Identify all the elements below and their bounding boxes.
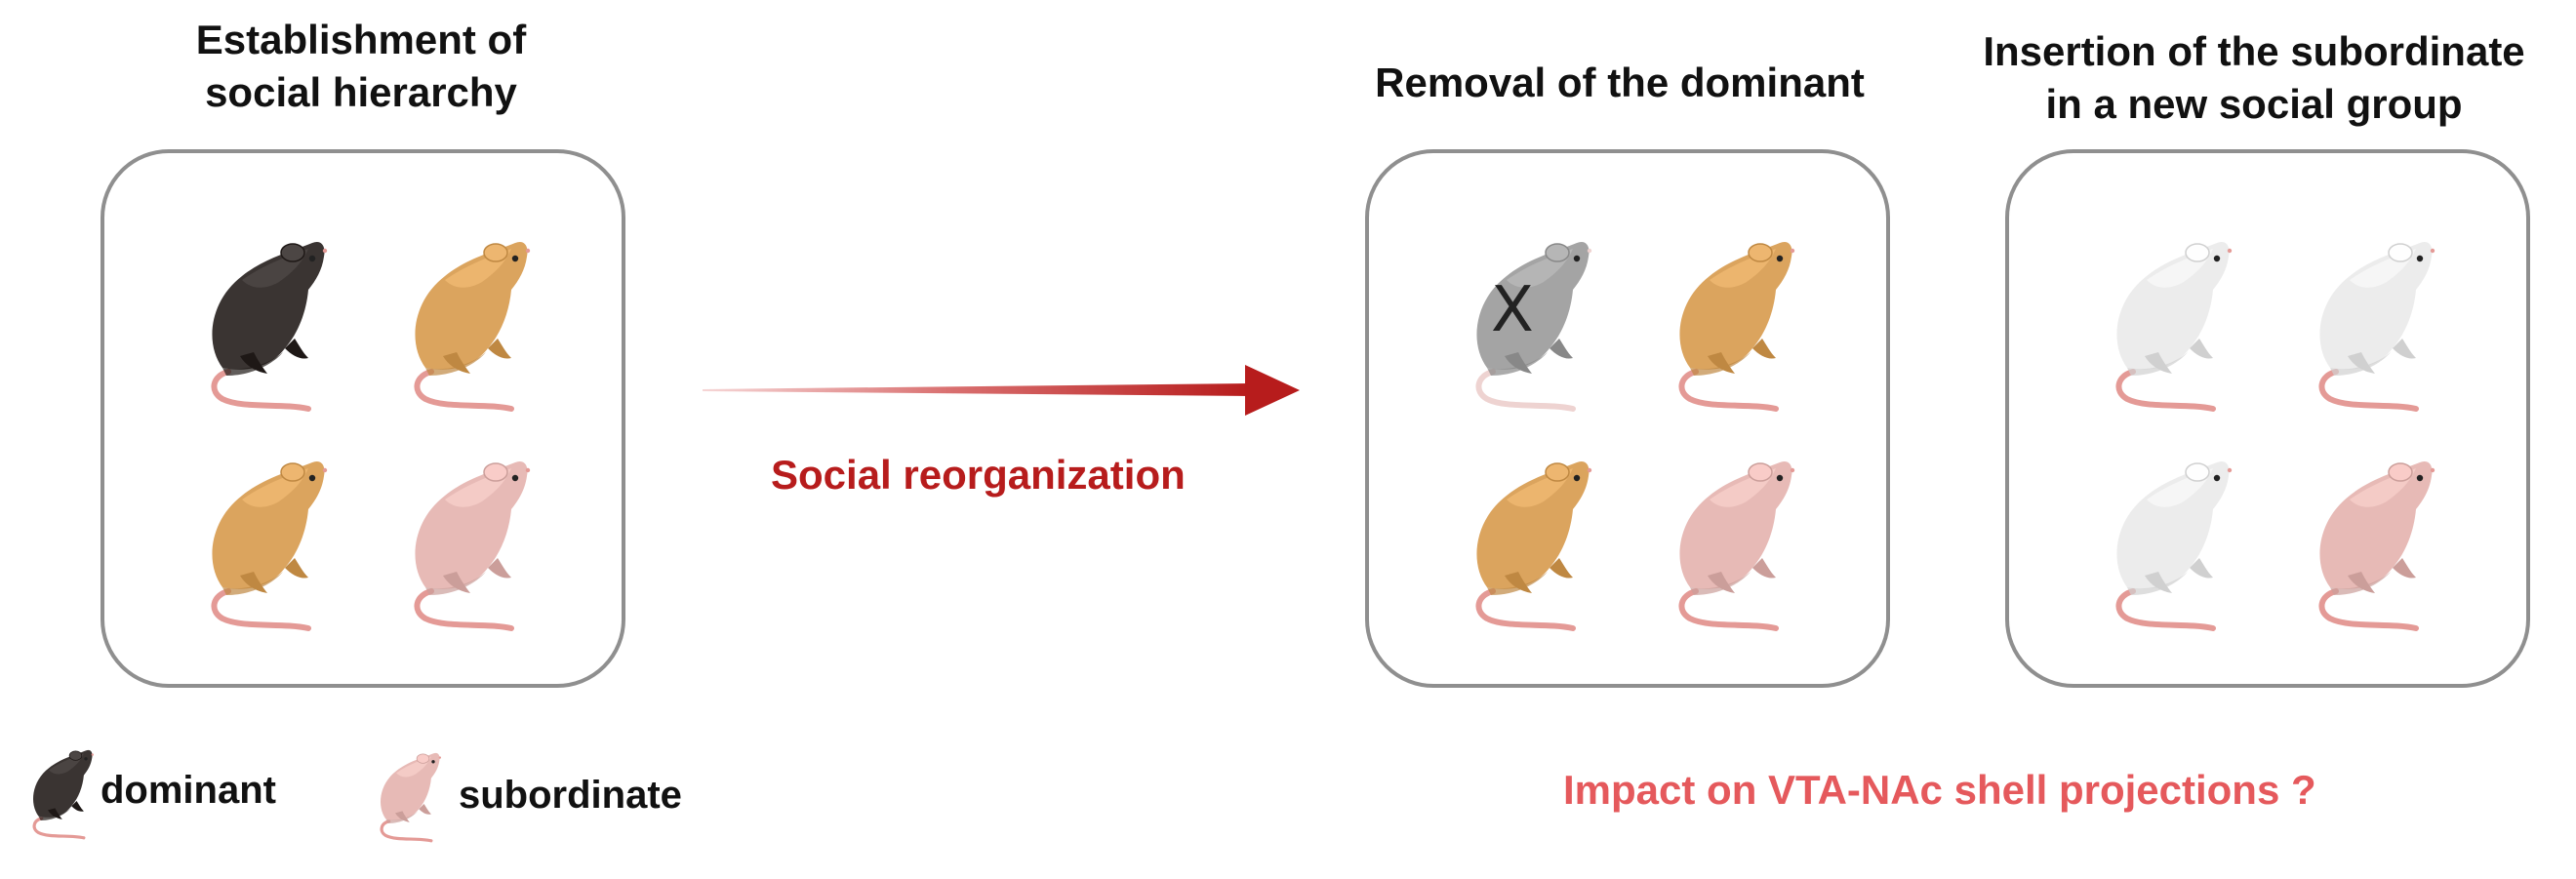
mouse-icon-new-group xyxy=(2115,241,2233,412)
cage-hierarchy xyxy=(101,149,625,688)
mouse-icon-intermediate xyxy=(1678,241,1795,412)
legend-label-dominant: dominant xyxy=(101,769,276,812)
mouse-icon-subordinate xyxy=(1678,460,1795,631)
title-removal-line1: Removal of the dominant xyxy=(1375,60,1865,105)
title-insertion: Insertion of the subordinate in a new so… xyxy=(1961,25,2547,131)
reorganization-arrow-icon xyxy=(703,365,1300,416)
title-insertion-line2: in a new social group xyxy=(2045,81,2463,127)
title-removal: Removal of the dominant xyxy=(1347,57,1893,109)
title-insertion-line1: Insertion of the subordinate xyxy=(1983,28,2525,74)
mouse-icon-intermediate xyxy=(211,460,328,631)
mouse-icon-dominant xyxy=(211,241,328,412)
legend-mouse-icon-dominant xyxy=(32,749,94,840)
mouse-icon-intermediate xyxy=(1475,460,1592,631)
title-establishment-line1: Establishment of xyxy=(195,17,527,62)
mouse-icon-intermediate xyxy=(414,241,531,412)
legend-label-subordinate: subordinate xyxy=(459,774,682,817)
title-establishment-line2: social hierarchy xyxy=(205,69,517,115)
removed-marker: X xyxy=(1491,274,1534,346)
mouse-icon-subordinate xyxy=(2318,460,2435,631)
legend-mouse-icon-subordinate xyxy=(380,752,441,843)
title-establishment: Establishment of social hierarchy xyxy=(156,14,566,119)
mouse-icon-removed-dominant xyxy=(1475,241,1592,412)
research-question: Impact on VTA-NAc shell projections ? xyxy=(1563,767,2316,813)
cage-new-group xyxy=(2005,149,2530,688)
mouse-icon-new-group xyxy=(2115,460,2233,631)
arrow-label: Social reorganization xyxy=(771,452,1186,498)
mouse-icon-subordinate xyxy=(414,460,531,631)
mouse-icon-new-group xyxy=(2318,241,2435,412)
cage-removal xyxy=(1365,149,1890,688)
